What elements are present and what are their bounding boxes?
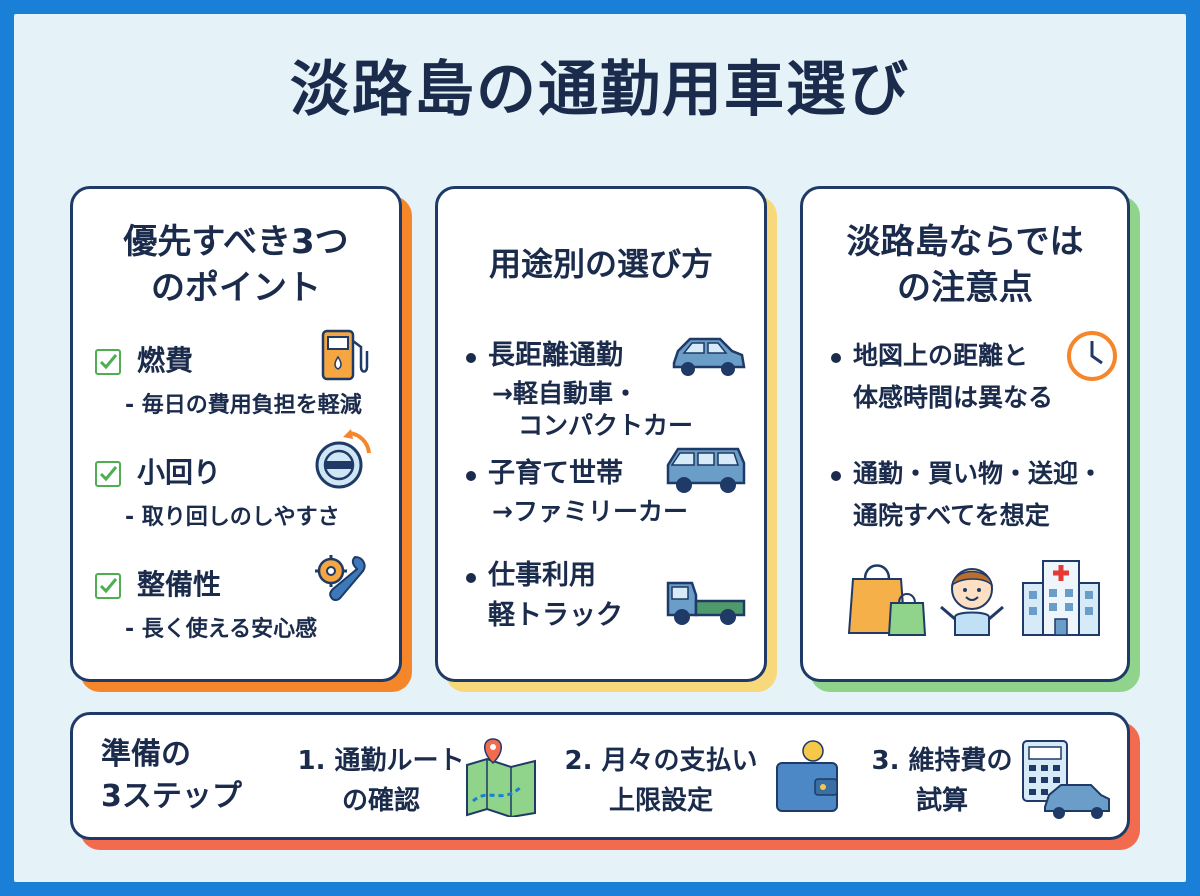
- check-icon: [95, 349, 121, 375]
- child-icon: [937, 563, 1007, 641]
- hospital-icon: [1021, 557, 1101, 641]
- check-icon: [95, 573, 121, 599]
- step-line2: 試算: [915, 786, 968, 816]
- compact-car-icon: [668, 333, 748, 383]
- wallet-icon: [775, 739, 839, 819]
- step-line2: 上限設定: [608, 786, 713, 816]
- usage-item-line1: 仕事利用: [488, 560, 596, 591]
- awaji-card: 淡路島ならでは の注意点 地図上の距離と 体感時間は異なる 通勤・買い物・送迎・…: [800, 186, 1130, 682]
- step-line1: 1. 通勤ルート: [297, 746, 465, 776]
- awaji-card-title-line1: 淡路島ならでは: [846, 222, 1084, 262]
- bullet: [831, 353, 841, 363]
- bullet: [466, 471, 476, 481]
- check-icon: [95, 461, 121, 487]
- page-title: 淡路島の通勤用車選び: [290, 55, 910, 125]
- bullet: [831, 471, 841, 481]
- priority-card-title-line1: 優先すべき3つ: [123, 222, 349, 262]
- usage-item-line2: 軽トラック: [488, 600, 623, 631]
- awaji-item-line2: 通院すべてを想定: [853, 501, 1050, 530]
- clock-icon: [1065, 329, 1119, 387]
- steps-heading-line2: 3ステップ: [101, 779, 242, 814]
- step-line2: の確認: [341, 786, 420, 816]
- bullet: [466, 573, 476, 583]
- usage-item-line1: 子育て世帯: [488, 458, 623, 489]
- step-line1: 2. 月々の支払い: [564, 746, 758, 776]
- awaji-item-line2: 体感時間は異なる: [853, 383, 1054, 412]
- shopping-bag-icon: [847, 555, 929, 641]
- usage-item-line3: コンパクトカー: [518, 411, 694, 440]
- priority-item-label: 整備性: [137, 568, 222, 601]
- priority-card-title-line2: のポイント: [151, 268, 321, 308]
- awaji-card-title-line2: の注意点: [897, 268, 1033, 308]
- steps-heading-line1: 準備の: [101, 737, 191, 772]
- priority-item-sub: - 長く使える安心感: [125, 617, 318, 642]
- map-route-icon: [463, 735, 539, 821]
- steps-card: 準備の 3ステップ 1. 通勤ルート の確認 2. 月々の支払い 上限設定 3.…: [70, 712, 1130, 840]
- calculator-car-icon: [1021, 737, 1113, 825]
- awaji-item-line1: 地図上の距離と: [853, 341, 1029, 370]
- usage-item-line2: →軽自動車・: [492, 379, 638, 408]
- usage-card: 用途別の選び方 長距離通勤 →軽自動車・ コンパクトカー 子育て世帯 →ファミリ…: [435, 186, 767, 682]
- priority-item-label: 小回り: [137, 456, 222, 489]
- tools-icon: [311, 551, 371, 615]
- step-line1: 3. 維持費の: [871, 746, 1013, 776]
- priority-card: 優先すべき3つ のポイント 燃費 - 毎日の費用負担を軽減 小回り - 取り回し…: [70, 186, 402, 682]
- usage-item-line1: 長距離通勤: [488, 340, 623, 371]
- kei-truck-icon: [664, 573, 748, 633]
- awaji-item-line1: 通勤・買い物・送迎・: [853, 459, 1104, 488]
- priority-item-sub: - 毎日の費用負担を軽減: [125, 393, 362, 418]
- steering-wheel-icon: [309, 427, 375, 497]
- usage-card-title: 用途別の選び方: [488, 245, 713, 283]
- minivan-icon: [664, 443, 748, 501]
- priority-item-sub: - 取り回しのしやすさ: [125, 505, 340, 530]
- priority-item-label: 燃費: [137, 344, 194, 377]
- fuel-pump-icon: [317, 327, 373, 387]
- bullet: [466, 353, 476, 363]
- usage-item-line2: →ファミリーカー: [492, 497, 688, 526]
